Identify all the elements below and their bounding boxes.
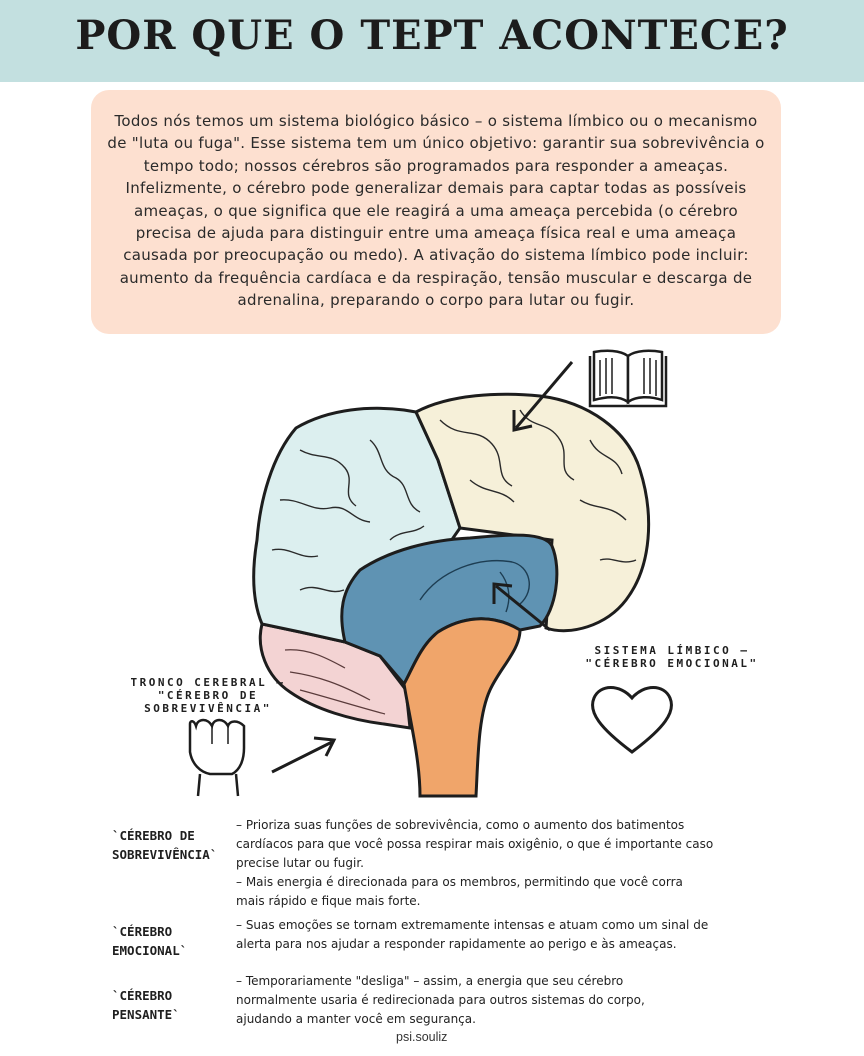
desc-line: – Prioriza suas funções de sobrevivência… (236, 818, 685, 832)
brain-illustration (188, 349, 673, 798)
author-signature: psi.souliz (396, 1030, 448, 1044)
term-emotional-brain: `CÉREBRO EMOCIONAL` (112, 922, 187, 960)
intro-line: adrenalina, preparando o corpo para luta… (237, 291, 635, 310)
desc-thinking-brain: – Temporariamente "desliga" – assim, a e… (236, 972, 756, 1029)
brainstem-label-line: "CÉREBRO DE (157, 689, 259, 702)
intro-paragraph: Todos nós temos um sistema biológico bás… (104, 110, 768, 312)
desc-line: alerta para nos ajudar a responder rapid… (236, 937, 677, 951)
limbic-system-region (340, 533, 559, 687)
limbic-label-line: "CÉREBRO EMOCIONAL" (585, 657, 759, 670)
term-line: `CÉREBRO (112, 924, 173, 939)
desc-survival-brain: – Prioriza suas funções de sobrevivência… (236, 816, 756, 911)
intro-line: ameaças, o que significa que ele reagirá… (133, 201, 739, 220)
term-survival-brain: `CÉREBRO DE SOBREVIVÊNCIA` (112, 826, 217, 864)
intro-line: Todos nós temos um sistema biológico bás… (114, 112, 758, 130)
intro-line: aumento da frequência cardíaca e da resp… (119, 268, 753, 287)
occipital-lobe-region (252, 406, 462, 644)
brainstem-label: TRONCO CEREBRAL – "CÉREBRO DE SOBREVIVÊN… (118, 676, 298, 715)
term-thinking-brain: `CÉREBRO PENSANTE` (112, 986, 180, 1024)
term-line: SOBREVIVÊNCIA` (112, 847, 218, 862)
arrow-to-brainstem (271, 736, 337, 774)
intro-line: precisa de ajuda para distinguir entre u… (135, 224, 737, 243)
brainstem-label-line: SOBREVIVÊNCIA" (144, 702, 272, 715)
desc-line: mais rápido e fique mais forte. (236, 894, 421, 908)
term-line: PENSANTE` (112, 1007, 180, 1022)
intro-line: de "luta ou fuga". Esse sistema tem um ú… (107, 134, 765, 153)
header-banner (0, 0, 864, 82)
fist-icon (188, 718, 246, 797)
desc-emotional-brain: – Suas emoções se tornam extremamente in… (236, 916, 756, 954)
arrow-to-limbic (492, 582, 551, 632)
intro-line: causada por preocupação ou medo). A ativ… (123, 246, 749, 265)
desc-line: – Mais energia é direcionada para os mem… (236, 875, 683, 889)
intro-line: tempo todo; nossos cérebros são programa… (143, 156, 729, 175)
intro-box (91, 90, 781, 334)
term-line: `CÉREBRO DE (112, 828, 195, 843)
desc-line: precise lutar ou fugir. (236, 856, 364, 870)
desc-line: – Suas emoções se tornam extremamente in… (236, 918, 709, 932)
book-icon (588, 349, 668, 408)
page-title: POR QUE O TEPT ACONTECE? (75, 12, 789, 59)
brainstem-label-line: TRONCO CEREBRAL – (130, 676, 286, 689)
heart-icon (591, 686, 673, 754)
brainstem-region (402, 617, 522, 798)
limbic-label: SISTEMA LÍMBICO – "CÉREBRO EMOCIONAL" (572, 644, 772, 670)
desc-line: cardíacos para que você possa respirar m… (236, 837, 714, 851)
arrow-to-frontal (512, 361, 574, 432)
term-line: EMOCIONAL` (112, 943, 188, 958)
frontal-lobe-region (414, 392, 651, 633)
intro-line: Infelizmente, o cérebro pode generalizar… (125, 179, 747, 198)
limbic-label-line: SISTEMA LÍMBICO – (594, 644, 750, 657)
term-line: `CÉREBRO (112, 988, 173, 1003)
desc-line: ajudando a manter você em segurança. (236, 1012, 476, 1026)
desc-line: – Temporariamente "desliga" – assim, a e… (236, 974, 624, 988)
desc-line: normalmente usaria é redirecionada para … (236, 993, 645, 1007)
